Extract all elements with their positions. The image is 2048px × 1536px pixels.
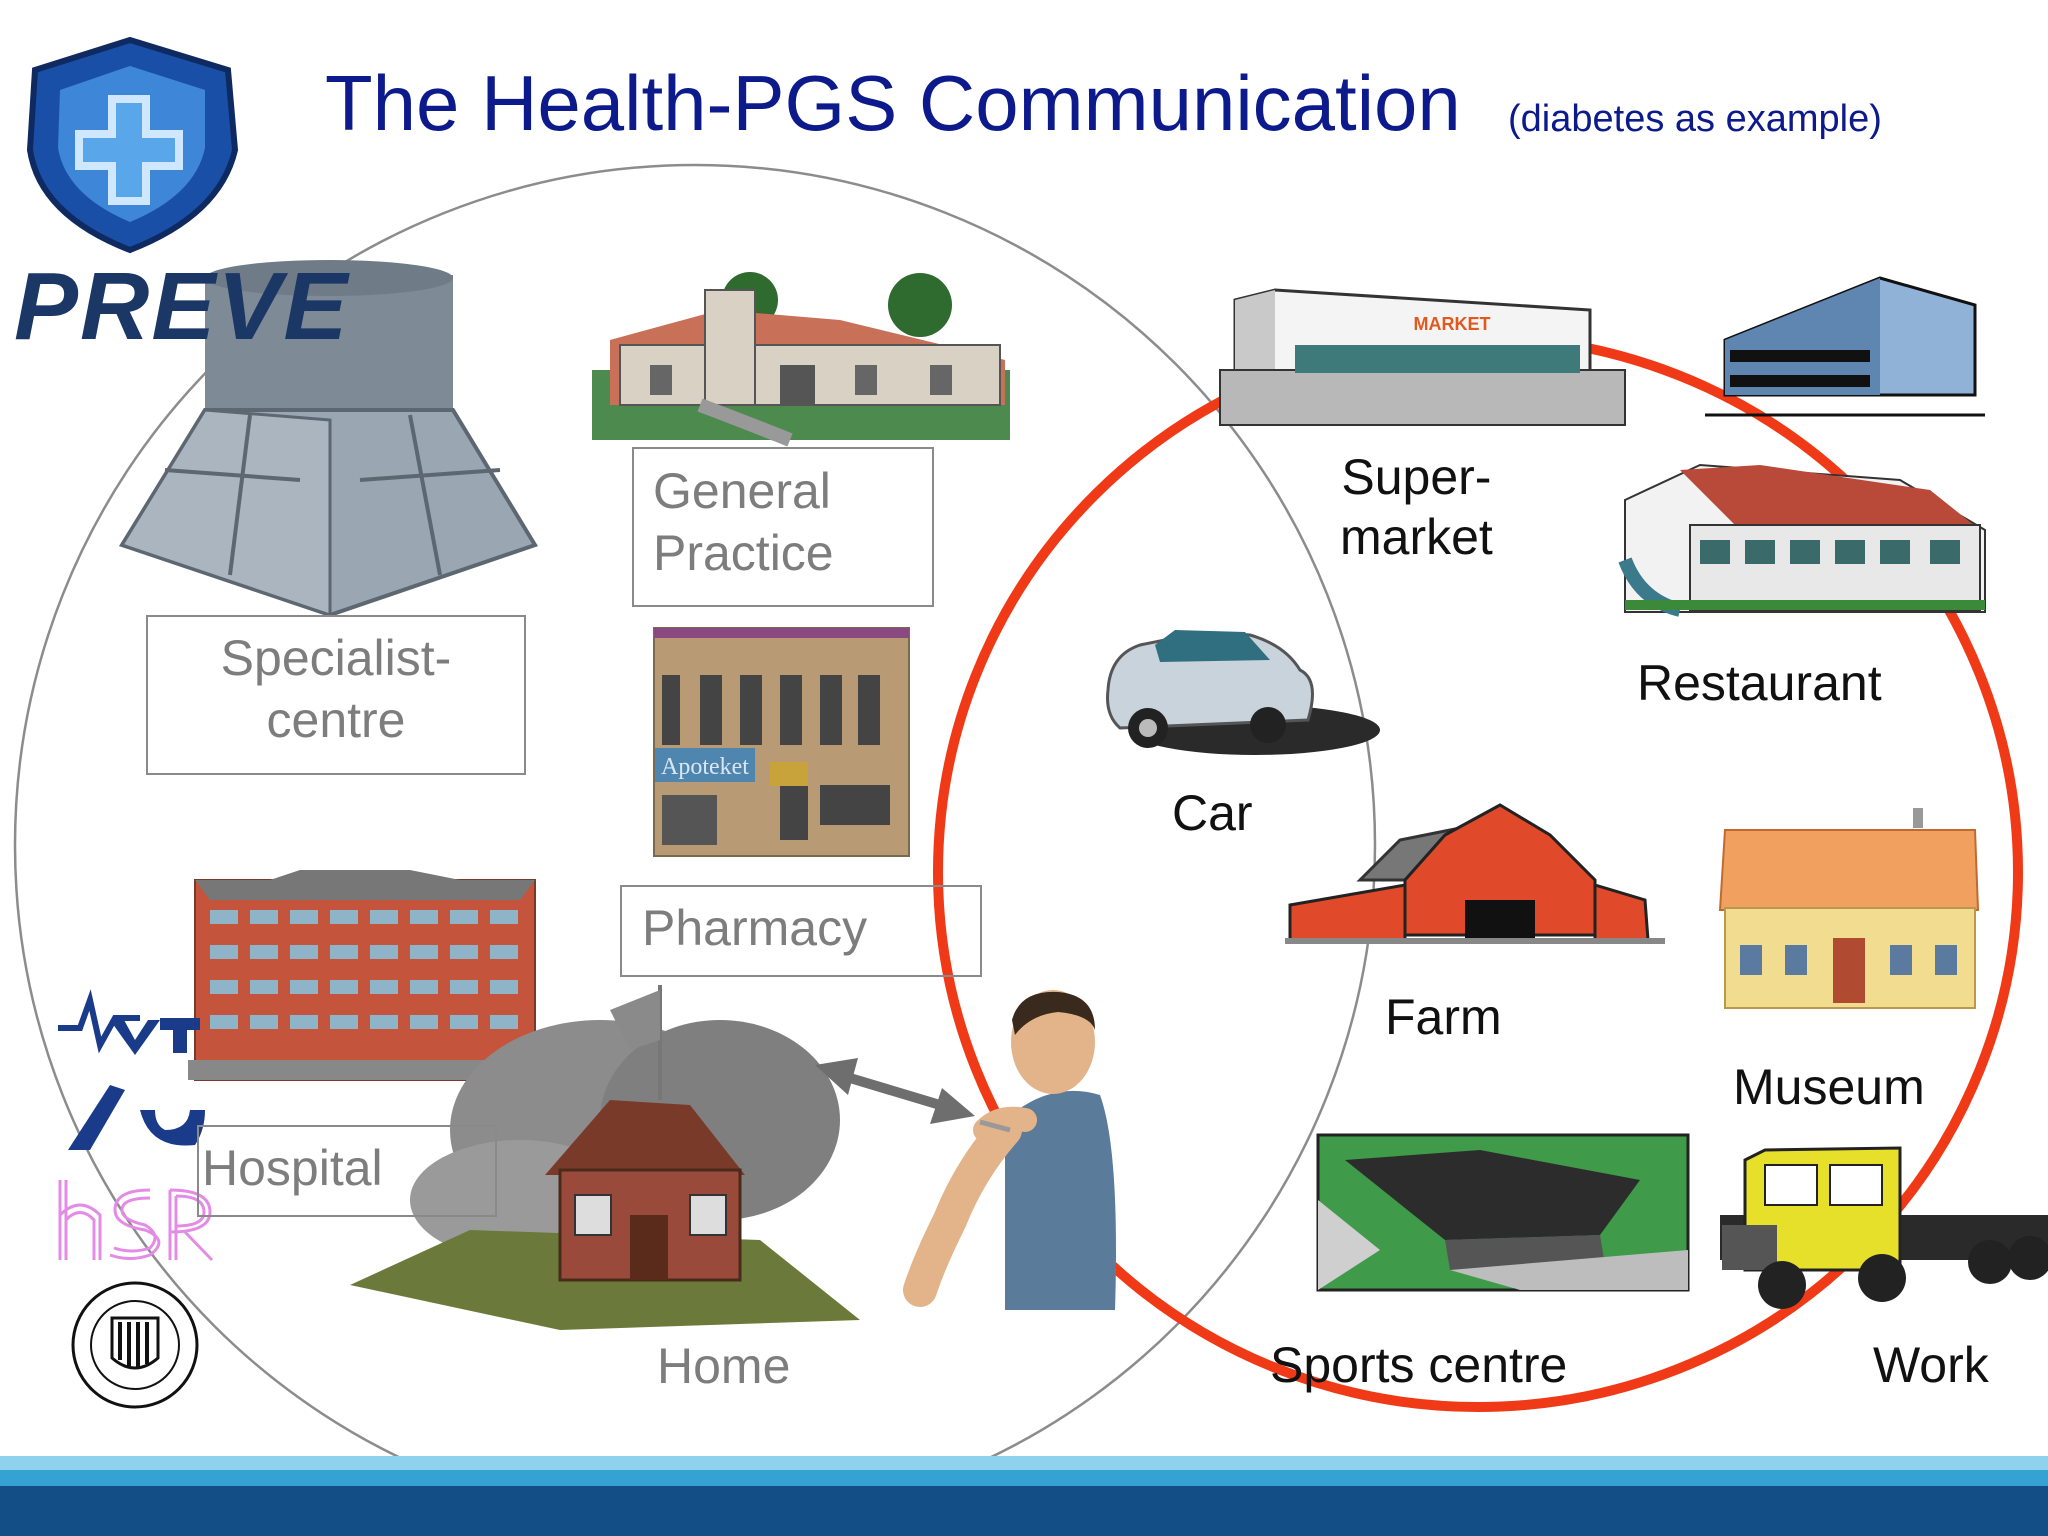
hsr-logo-icon [58,1180,214,1262]
specialist-building-icon [118,260,539,618]
museum-label: Museum [1733,1059,1925,1115]
vtt-logo-icon [58,989,200,1055]
general-practice-icon [592,272,1010,447]
page-subtitle: (diabetes as example) [1508,98,1882,140]
supermarket-icon: MARKET [1219,288,1626,426]
hospital-label: Hospital [202,1140,383,1196]
car-icon [1106,630,1380,755]
preve-logo-text: PREVE [14,253,350,360]
page-title: The Health-PGS Communication [325,59,1461,147]
work-truck-icon [1720,1146,2048,1309]
partner-logo-icon [68,1085,205,1150]
restaurant-upper-building-icon [1705,276,1985,417]
farm-label: Farm [1385,989,1502,1045]
farm-barn-icon [1285,803,1665,944]
restaurant-icon [1618,463,1986,617]
general-practice-box [632,447,934,607]
sports-centre-label: Sports centre [1270,1337,1568,1393]
restaurant-label: Restaurant [1637,655,1882,711]
work-label: Work [1873,1337,1989,1393]
supermarket-label: Super- market [1340,449,1493,565]
footer-stripe-dark [0,1486,2048,1536]
footer-stripe-light [0,1456,2048,1470]
specialist-box [146,615,526,775]
communication-arrow-icon [815,1058,975,1124]
pharmacy-sign [655,748,755,782]
museum-icon [1718,808,1980,1009]
home-house-icon [350,985,860,1330]
patient-man-icon [903,990,1116,1310]
shield-cross-icon [26,36,239,254]
upv-seal-icon [71,1281,199,1409]
pharmacy-icon [653,627,910,857]
hospital-icon [188,870,538,1081]
footer-stripe-mid [0,1470,2048,1486]
home-label: Home [657,1338,791,1394]
supermarket-sign-text: MARKET [1414,314,1491,334]
pharmacy-sign-text: Apoteket [661,754,749,780]
pharmacy-box [620,885,982,977]
car-label: Car [1172,785,1253,841]
general-practice-label: General Practice [653,463,834,581]
pharmacy-label: Pharmacy [642,900,868,956]
specialist-label: Specialist- centre [220,630,452,748]
hospital-box [197,1125,497,1217]
sports-centre-icon [1316,1133,1690,1292]
